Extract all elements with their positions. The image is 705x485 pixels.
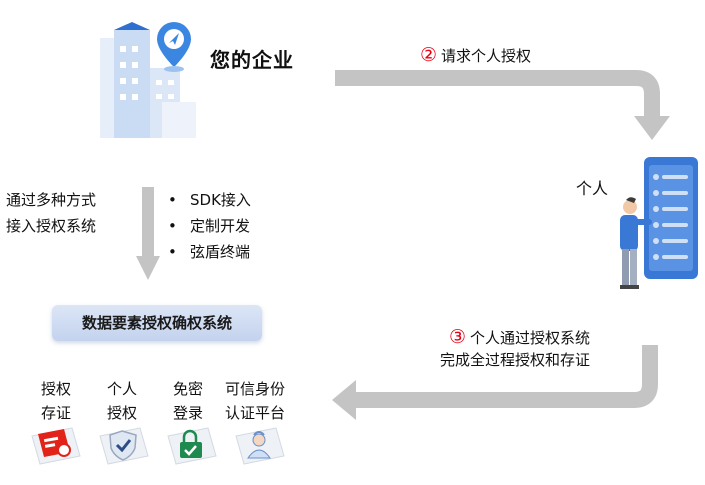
user-id-icon [235,427,285,465]
document-seal-icon [31,427,81,465]
enterprise-label: 您的企业 [210,48,294,72]
system-banner: 数据要素授权确权系统 [52,305,262,341]
enterprise-building-icon [100,22,196,138]
feature-label: 授权存证 [40,380,71,422]
lock-check-icon [167,427,217,465]
shield-check-icon [99,427,149,465]
person-phone-icon [620,157,698,289]
method-item: •SDK接入 [168,191,251,209]
access-ways-text: 通过多种方式 接入授权系统 [6,191,97,235]
access-methods-list: •SDK接入 •定制开发 •弦盾终端 [168,187,251,265]
step3-number: ③ [448,326,466,348]
feature-label: 免密登录 [172,380,203,422]
feature-label: 可信身份认证平台 [224,380,285,422]
method-item: •定制开发 [168,217,251,235]
step2-number: ② [420,44,438,66]
method-item: •弦盾终端 [168,243,251,261]
person-label: 个人 [576,179,609,198]
feature-label: 个人授权 [106,380,137,422]
